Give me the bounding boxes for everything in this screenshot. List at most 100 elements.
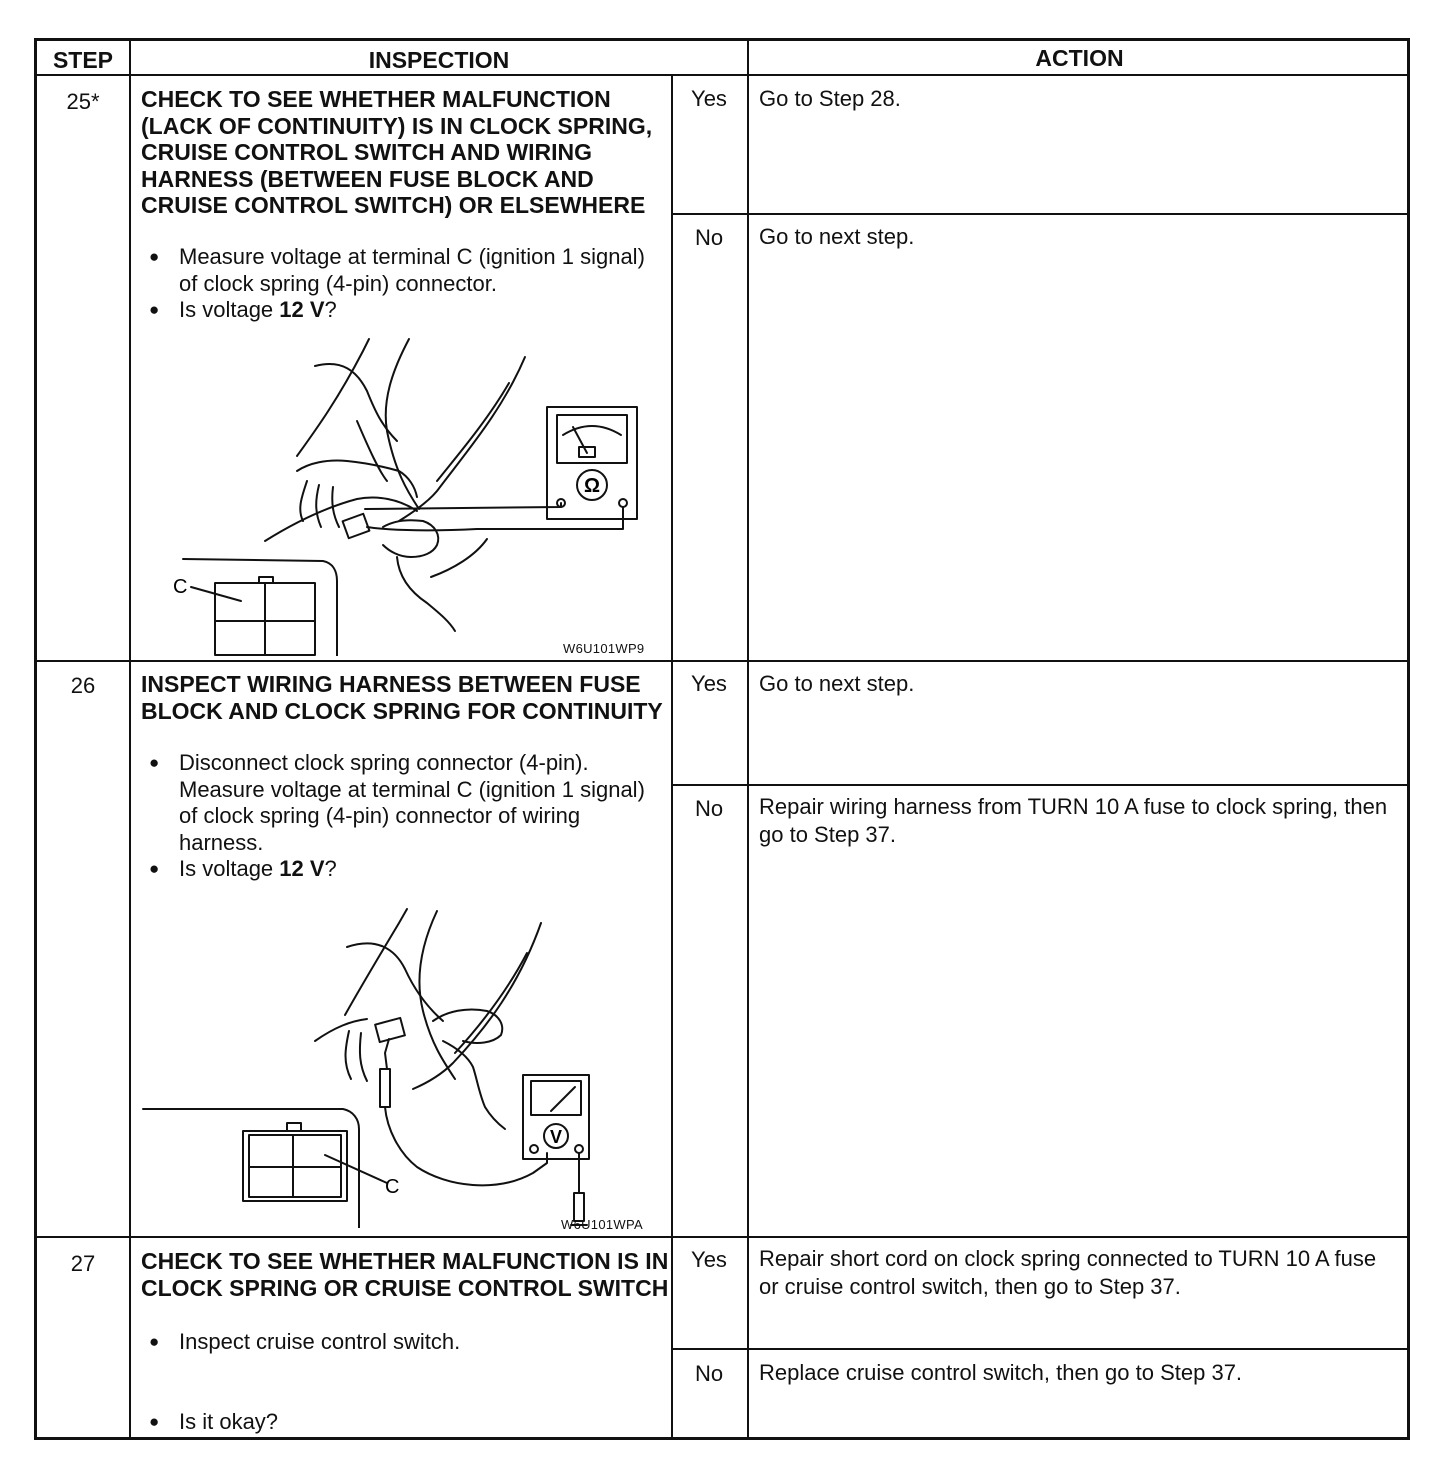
voltmeter-illustration: V C	[142, 908, 590, 1228]
figure-code: W6U101WPA	[561, 1217, 643, 1232]
yes-label: Yes	[691, 86, 727, 111]
no-action: Repair wiring harness from TURN 10 A fus…	[759, 794, 1388, 847]
connector-body	[374, 1016, 406, 1044]
probe-body	[379, 1068, 391, 1108]
inspection-title: CHECK TO SEE WHETHER MALFUNCTION (LACK O…	[141, 86, 653, 218]
yes-action: Go to Step 28.	[759, 86, 901, 111]
terminal-label: C	[173, 576, 187, 598]
dashboard-curve	[314, 363, 398, 442]
fuse-block-tab	[286, 1122, 302, 1132]
header-inspection: INSPECTION	[368, 47, 510, 73]
header-divider	[37, 74, 1410, 76]
lower-arm	[396, 556, 456, 632]
diagnostic-table: STEP INSPECTION ACTION 25* CHECK TO SEE …	[34, 38, 1410, 1440]
header-action: ACTION	[1035, 45, 1124, 71]
steering-shaft-line	[418, 910, 456, 1080]
meter-terminal-left	[556, 498, 566, 508]
meter-symbol: Ω	[584, 475, 600, 497]
inspection-bullet: Inspect cruise control switch.	[147, 1329, 667, 1356]
label-leader	[190, 586, 242, 602]
meter-pivot	[578, 446, 596, 458]
meter-terminal-left	[529, 1144, 539, 1154]
meter-housing	[546, 406, 638, 520]
ground-symbol	[570, 1224, 588, 1228]
yes-action: Repair short cord on clock spring connec…	[759, 1246, 1377, 1299]
trim-curve	[412, 922, 542, 1090]
hand-upper	[432, 1008, 504, 1044]
header-step: STEP	[52, 47, 114, 73]
answer-action-divider	[747, 41, 749, 1440]
terminal-label: C	[385, 1176, 399, 1198]
connector-body	[341, 512, 371, 540]
meter-symbol: V	[550, 1127, 562, 1147]
hand-fingers	[344, 1030, 368, 1082]
probe-wire-2	[366, 506, 624, 532]
yes-label: Yes	[691, 1247, 727, 1272]
step-number: 25*	[66, 89, 100, 114]
inspection-bullets: Inspect cruise control switch.	[147, 1329, 667, 1356]
hand-outline	[296, 459, 418, 498]
ohmmeter-illustration: Ω C	[173, 338, 638, 656]
question-value: 12 V	[279, 297, 325, 322]
harness-line	[264, 496, 418, 542]
dashboard-curve	[346, 942, 444, 1022]
inspection-question: Is voltage 12 V?	[147, 856, 667, 883]
probe-wire-1	[364, 502, 562, 510]
meter-scale	[562, 425, 622, 436]
inspection-title: CHECK TO SEE WHETHER MALFUNCTION IS IN C…	[141, 1248, 669, 1301]
dashboard-outline	[344, 908, 408, 1016]
yes-no-divider-25	[671, 213, 1410, 215]
meter-housing	[522, 1074, 590, 1160]
yes-label: Yes	[691, 671, 727, 696]
inspection-bullets: Measure voltage at terminal C (ignition …	[147, 244, 667, 324]
yes-action: Go to next step.	[759, 671, 915, 696]
no-action: Replace cruise control switch, then go t…	[759, 1360, 1243, 1385]
dash-line	[314, 1018, 368, 1042]
inspection-title: INSPECT WIRING HARNESS BETWEEN FUSE BLOC…	[141, 671, 663, 724]
ground-probe	[573, 1192, 585, 1222]
step-number: 27	[70, 1251, 96, 1276]
trim-curve-inner	[436, 382, 510, 482]
trim-curve	[398, 356, 526, 522]
steering-column-line	[356, 420, 388, 482]
panel-outline	[182, 558, 338, 656]
no-label: No	[694, 796, 724, 821]
inspection-answer-divider	[671, 75, 673, 1440]
probe-lead	[384, 1038, 390, 1070]
row-divider-26-27	[37, 1236, 1410, 1238]
inspection-question: Is it okay?	[147, 1409, 667, 1436]
trim-curve-inner	[454, 952, 528, 1054]
question-text: Is voltage	[179, 856, 280, 881]
yes-no-divider-26	[671, 784, 1410, 786]
hand-lower	[442, 1040, 506, 1130]
yes-no-divider-27	[671, 1348, 1410, 1350]
no-label: No	[694, 1361, 724, 1386]
figure-code: W6U101WP9	[563, 641, 645, 656]
dashboard-outline	[296, 338, 370, 457]
meter-window	[556, 414, 628, 464]
meter-terminal-right	[618, 498, 628, 508]
step-column-divider	[129, 41, 131, 1440]
meter-window	[530, 1080, 582, 1116]
lower-hand	[382, 519, 440, 558]
question-end: ?	[324, 856, 337, 881]
fuse-block-tab	[258, 576, 274, 584]
meter-needle	[550, 1086, 576, 1112]
meter-dial	[576, 469, 608, 501]
no-action: Go to next step.	[759, 224, 915, 249]
row-divider-25-26	[37, 660, 1410, 662]
inspection-bullet: Measure voltage at terminal C (ignition …	[147, 244, 667, 297]
question-value: 12 V	[279, 856, 325, 881]
panel-outline	[142, 1108, 360, 1228]
hand-fingers	[299, 480, 340, 528]
inspection-bullets: Is it okay?	[147, 1409, 667, 1436]
probe-wire	[384, 1106, 548, 1187]
label-leader	[324, 1154, 388, 1184]
side-trim	[430, 538, 488, 578]
question-text: Is voltage	[179, 297, 280, 322]
inspection-bullets: Disconnect clock spring connector (4-pin…	[147, 750, 667, 883]
inspection-bullet: Disconnect clock spring connector (4-pin…	[147, 750, 667, 856]
step-number: 26	[70, 673, 96, 698]
question-end: ?	[324, 297, 337, 322]
inspection-question: Is voltage 12 V?	[147, 297, 667, 324]
